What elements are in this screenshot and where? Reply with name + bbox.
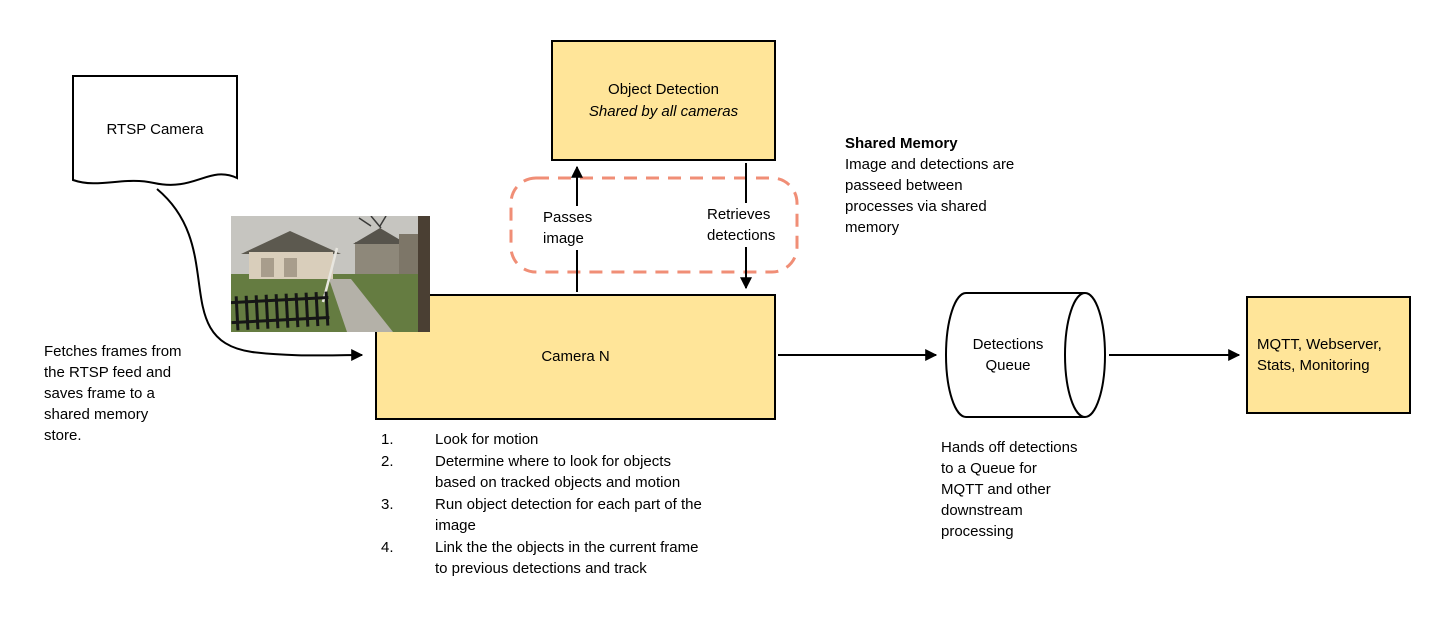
step-item: Look for motion: [435, 431, 539, 448]
camera-n-node: Camera N: [375, 294, 776, 420]
detections-queue-node: Detections Queue: [944, 291, 1107, 419]
object-detection-node: Object Detection Shared by all cameras: [551, 40, 776, 161]
passes-image-label: Passes image: [540, 206, 596, 250]
camera-n-label: Camera N: [541, 348, 610, 365]
camera-snapshot-image: [230, 215, 430, 332]
step-item: Run object detection for each part of th…: [435, 495, 702, 535]
shared-memory-note-title: Shared Memory: [845, 135, 958, 152]
camera-n-steps-list: Look for motion Determine where to look …: [381, 429, 751, 580]
queue-handoff-note: Hands off detections to a Queue for MQTT…: [941, 439, 1078, 540]
step-item: Link the the objects in the current fram…: [435, 538, 699, 578]
document-shape-icon: [72, 75, 238, 186]
object-detection-title: Object Detection: [608, 80, 719, 98]
rtsp-camera-label: RTSP Camera: [106, 121, 204, 138]
outputs-node: MQTT, Webserver, Stats, Monitoring: [1246, 296, 1411, 414]
fetch-frames-note: Fetches frames from the RTSP feed and sa…: [44, 343, 182, 444]
detections-queue-label: Detections Queue: [972, 336, 1044, 374]
shared-memory-region: [509, 176, 799, 274]
dashed-rounded-rect-icon: [509, 176, 799, 274]
rtsp-camera-node: RTSP Camera: [72, 75, 238, 199]
retrieves-detections-label: Retrieves detections: [704, 203, 779, 247]
queue-cylinder-icon: [945, 292, 1106, 418]
snapshot-scene: [230, 215, 430, 332]
step-item: Determine where to look for objects base…: [435, 452, 681, 492]
object-detection-subtitle: Shared by all cameras: [588, 102, 739, 120]
shared-memory-note: Shared Memory Image and detections are p…: [845, 133, 1055, 238]
shared-memory-note-body: Image and detections are passeed between…: [845, 156, 1015, 236]
